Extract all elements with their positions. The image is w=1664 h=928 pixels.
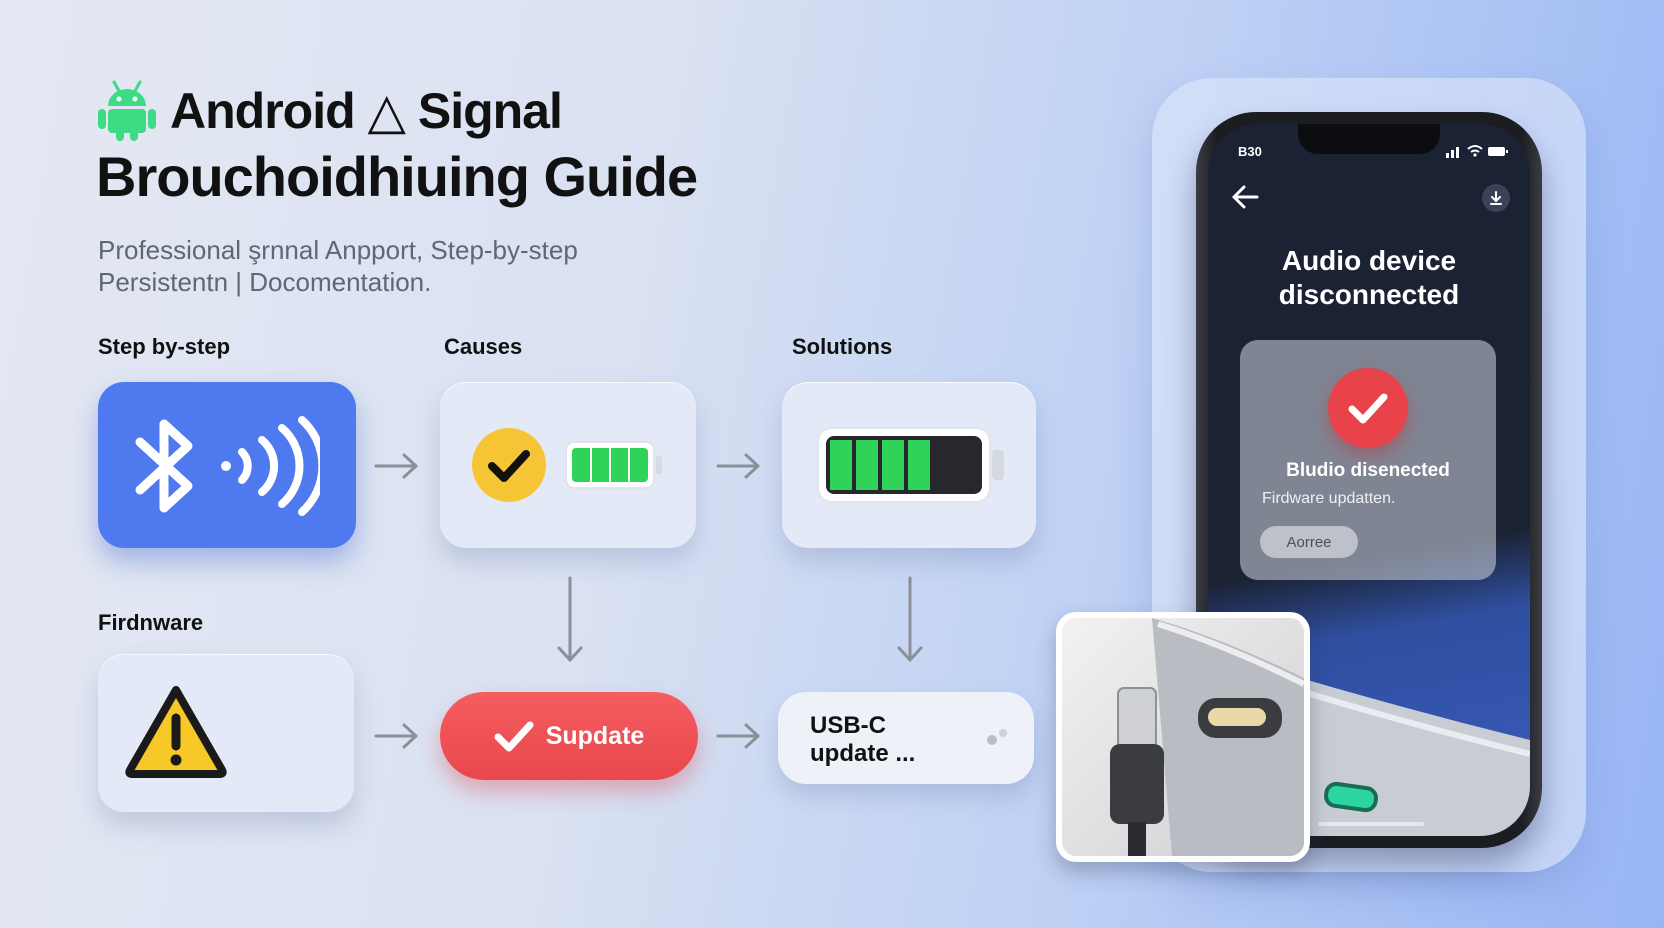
download-glyph bbox=[1490, 191, 1502, 205]
android-robot-icon bbox=[98, 80, 156, 141]
back-arrow-icon[interactable] bbox=[1230, 184, 1260, 210]
check-circle-icon bbox=[472, 428, 546, 502]
loading-dots-icon bbox=[987, 729, 1007, 745]
phone-notch bbox=[1298, 124, 1440, 154]
solutions-card[interactable] bbox=[782, 382, 1036, 548]
arrow-down-icon bbox=[897, 576, 923, 662]
arrow-right-icon bbox=[374, 723, 418, 749]
arrow-down-icon bbox=[557, 576, 583, 662]
dialog-title: Bludio disenected bbox=[1286, 460, 1450, 481]
battery-full-icon bbox=[817, 427, 1004, 503]
usb-c-update-button[interactable]: USB-C update ... bbox=[778, 692, 1034, 784]
page-title-line-1: Android △ Signal bbox=[170, 83, 563, 139]
signal-waves-icon bbox=[221, 416, 320, 516]
bluetooth-card[interactable] bbox=[98, 382, 356, 548]
label-firmware: Firdnware bbox=[98, 610, 204, 635]
bluetooth-icon bbox=[135, 419, 193, 513]
battery-icon bbox=[565, 441, 662, 489]
screen-title: Audio device disconnected bbox=[1278, 245, 1460, 310]
update-button[interactable]: Supdate bbox=[440, 692, 698, 780]
status-icons bbox=[1446, 145, 1508, 158]
download-icon[interactable] bbox=[1482, 184, 1510, 212]
label-causes: Causes bbox=[444, 334, 523, 359]
dialog-subtitle: Firdware updatten. bbox=[1262, 490, 1396, 507]
check-icon bbox=[494, 721, 534, 752]
firmware-card[interactable] bbox=[98, 654, 354, 812]
usb-c-update-label: USB-C update ... bbox=[810, 712, 916, 767]
check-circle-icon bbox=[1328, 368, 1408, 448]
label-step-by-step: Step by-step bbox=[98, 334, 231, 359]
arrow-right-icon bbox=[716, 723, 760, 749]
page-title-line-2: Brouchoidhiuing Guide bbox=[96, 145, 698, 208]
usb-c-cable-icon bbox=[1110, 618, 1304, 856]
home-indicator bbox=[1318, 822, 1424, 826]
label-solutions: Solutions bbox=[792, 334, 893, 359]
dialog-button[interactable]: Aorree bbox=[1260, 526, 1358, 558]
status-time: B30 bbox=[1238, 144, 1262, 159]
arrow-right-icon bbox=[716, 453, 760, 479]
status-dialog: Bludio disenected Firdware updatten. Aor… bbox=[1240, 340, 1496, 580]
subtitle-line-2: Persistentn | Docomentation. bbox=[98, 267, 432, 297]
usb-c-inset bbox=[1056, 612, 1310, 862]
update-button-label: Supdate bbox=[545, 721, 645, 750]
warning-icon bbox=[125, 686, 227, 778]
arrow-right-icon bbox=[374, 453, 418, 479]
page-subtitle: Professional şrnnal Anpport, Step-by-ste… bbox=[98, 234, 718, 298]
causes-card[interactable] bbox=[440, 382, 696, 548]
subtitle-line-1: Professional şrnnal Anpport, Step-by-ste… bbox=[98, 235, 578, 265]
